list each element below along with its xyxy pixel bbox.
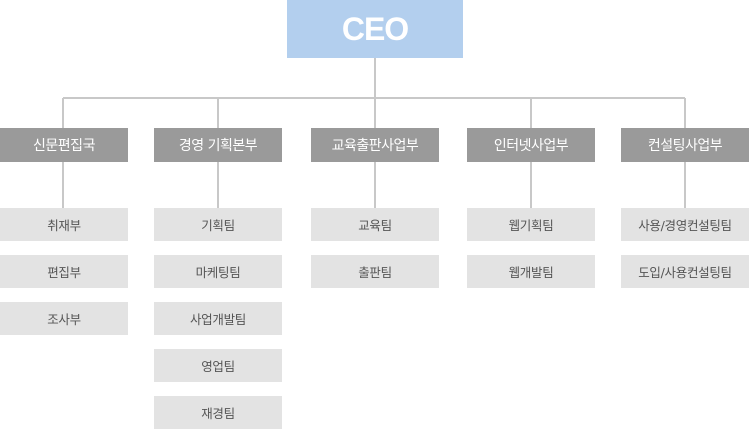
team-marketing: 마케팅팀	[154, 255, 282, 288]
team-publishing: 출판팀	[311, 255, 439, 288]
division-management-planning: 경영 기획본부	[154, 128, 282, 162]
team-business-development: 사업개발팀	[154, 302, 282, 335]
team-education: 교육팀	[311, 208, 439, 241]
division-newspaper-editorial: 신문편집국	[0, 128, 128, 162]
division-consulting: 컨설팅사업부	[621, 128, 749, 162]
team-reporting: 취재부	[0, 208, 128, 241]
ceo-box: CEO	[287, 0, 463, 58]
team-finance: 재경팀	[154, 396, 282, 429]
team-web-planning: 웹기획팀	[467, 208, 595, 241]
team-adoption-usage-consulting: 도입/사용컨설팅팀	[621, 255, 749, 288]
team-sales: 영업팀	[154, 349, 282, 382]
team-editing: 편집부	[0, 255, 128, 288]
team-planning: 기획팀	[154, 208, 282, 241]
division-education-publishing: 교육출판사업부	[311, 128, 439, 162]
division-internet-business: 인터넷사업부	[467, 128, 595, 162]
team-web-development: 웹개발팀	[467, 255, 595, 288]
team-research: 조사부	[0, 302, 128, 335]
team-usage-management-consulting: 사용/경영컨설팅팀	[621, 208, 749, 241]
